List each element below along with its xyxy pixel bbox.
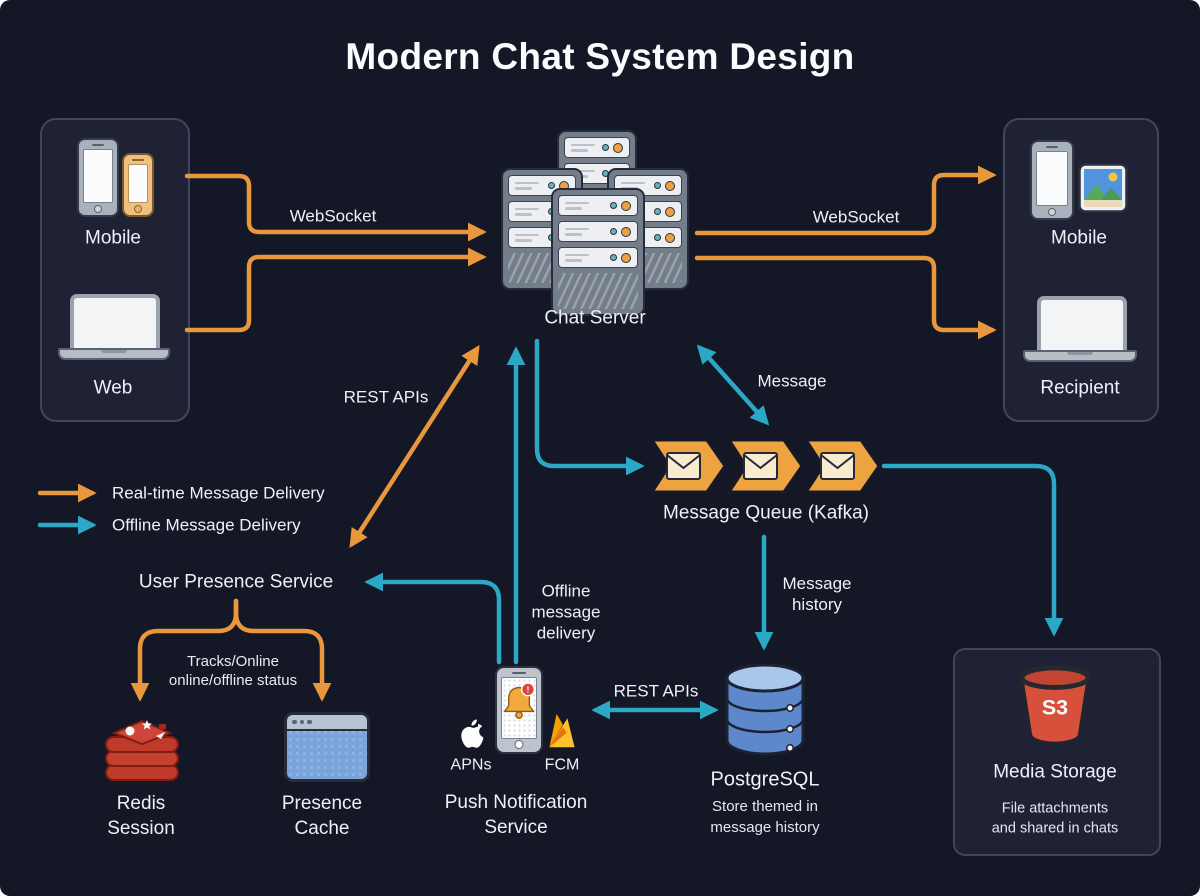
edge-websocket-mobile-to-server [184,173,487,242]
websocket-left-label: WebSocket [289,206,377,226]
rest-apis-db-label: REST APIs [613,681,699,701]
apns-label: APNs [450,756,492,774]
smartphone-icon [77,138,119,217]
s3-label: S3 [1042,696,1068,720]
clients-mobile-label: Mobile [85,227,141,249]
edge-push-to-presence [364,572,502,665]
phone-home-button [134,204,142,213]
recipients-mobile-label: Mobile [1051,227,1107,249]
smartphone-icon [1030,140,1074,220]
edge-rest-apis-presence [349,345,480,548]
message-queue-label: Message Queue (Kafka) [663,502,869,524]
chat-server-label: Chat Server [544,307,646,329]
s3-bucket-icon: S3 [1019,665,1091,745]
apple-logo-icon [461,719,484,748]
postgresql-label: PostgreSQL [710,768,820,791]
phone-home-button [94,204,102,213]
edge-presence-to-cache [233,598,332,702]
presence-cache-label: Presence Cache [281,793,363,839]
clients-panel [40,118,190,422]
laptop-icon [70,294,160,352]
push-notification-service-label: Push Notification Service [444,792,588,838]
legend-realtime-label: Real-time Message Delivery [112,483,325,503]
message-queue-icon [650,438,881,494]
offline-delivery-label: Offline message delivery [531,581,601,643]
recipients-recipient-label: Recipient [1040,377,1120,399]
phone-home-button [514,740,524,749]
phone-speaker [132,158,144,161]
media-storage-label: Media Storage [993,761,1117,783]
browser-titlebar [287,715,367,731]
server-stack-icon [497,126,693,318]
tracks-status-label: Tracks/Online online/offline status [168,653,298,689]
browser-window-icon [284,712,370,782]
edge-queue-to-media [881,463,1064,637]
edge-server-to-recipient-web [694,255,997,340]
clients-web-label: Web [93,377,133,399]
notification-bell-phone-icon: ! [495,666,543,754]
media-storage-note: File attachments and shared in chats [991,800,1119,837]
phone-screen [83,149,113,203]
envelope-chevron-icon [727,438,804,494]
message-label: Message [757,371,827,391]
envelope-chevron-icon [650,438,727,494]
phone-speaker [1046,145,1058,148]
phone-home-button [1048,207,1056,216]
postgresql-note: Store themed in message history [710,798,820,836]
laptop-icon [1037,296,1127,354]
envelope-chevron-icon [804,438,881,494]
user-presence-service-label: User Presence Service [138,571,334,593]
edge-server-queue-message [696,344,770,426]
edge-server-to-queue [534,338,645,476]
edge-websocket-web-to-server [184,247,487,333]
notification-bell-icon: ! [503,682,535,719]
firebase-flame-icon [549,713,575,748]
redis-session-label: Redis Session [107,793,175,839]
server-unit [551,188,645,316]
phone-speaker [92,143,104,146]
database-cylinder-icon [725,663,805,756]
page-title: Modern Chat System Design [345,36,855,77]
websocket-right-label: WebSocket [812,207,900,227]
message-history-label: Message history [782,574,852,614]
laptop-base [1023,350,1137,362]
rest-apis-presence-label: REST APIs [343,387,429,407]
redis-stack-icon [105,719,179,781]
phone-screen [1036,151,1068,206]
laptop-base [58,348,170,360]
phone-speaker [512,671,526,674]
legend-offline-label: Offline Message Delivery [112,515,301,535]
smartphone-small-icon [122,153,154,217]
photo-icon [1078,163,1128,213]
svg-text:!: ! [527,685,530,694]
fcm-label: FCM [544,756,580,774]
phone-screen [128,164,148,203]
edge-server-to-recipient-mobile [694,165,997,236]
